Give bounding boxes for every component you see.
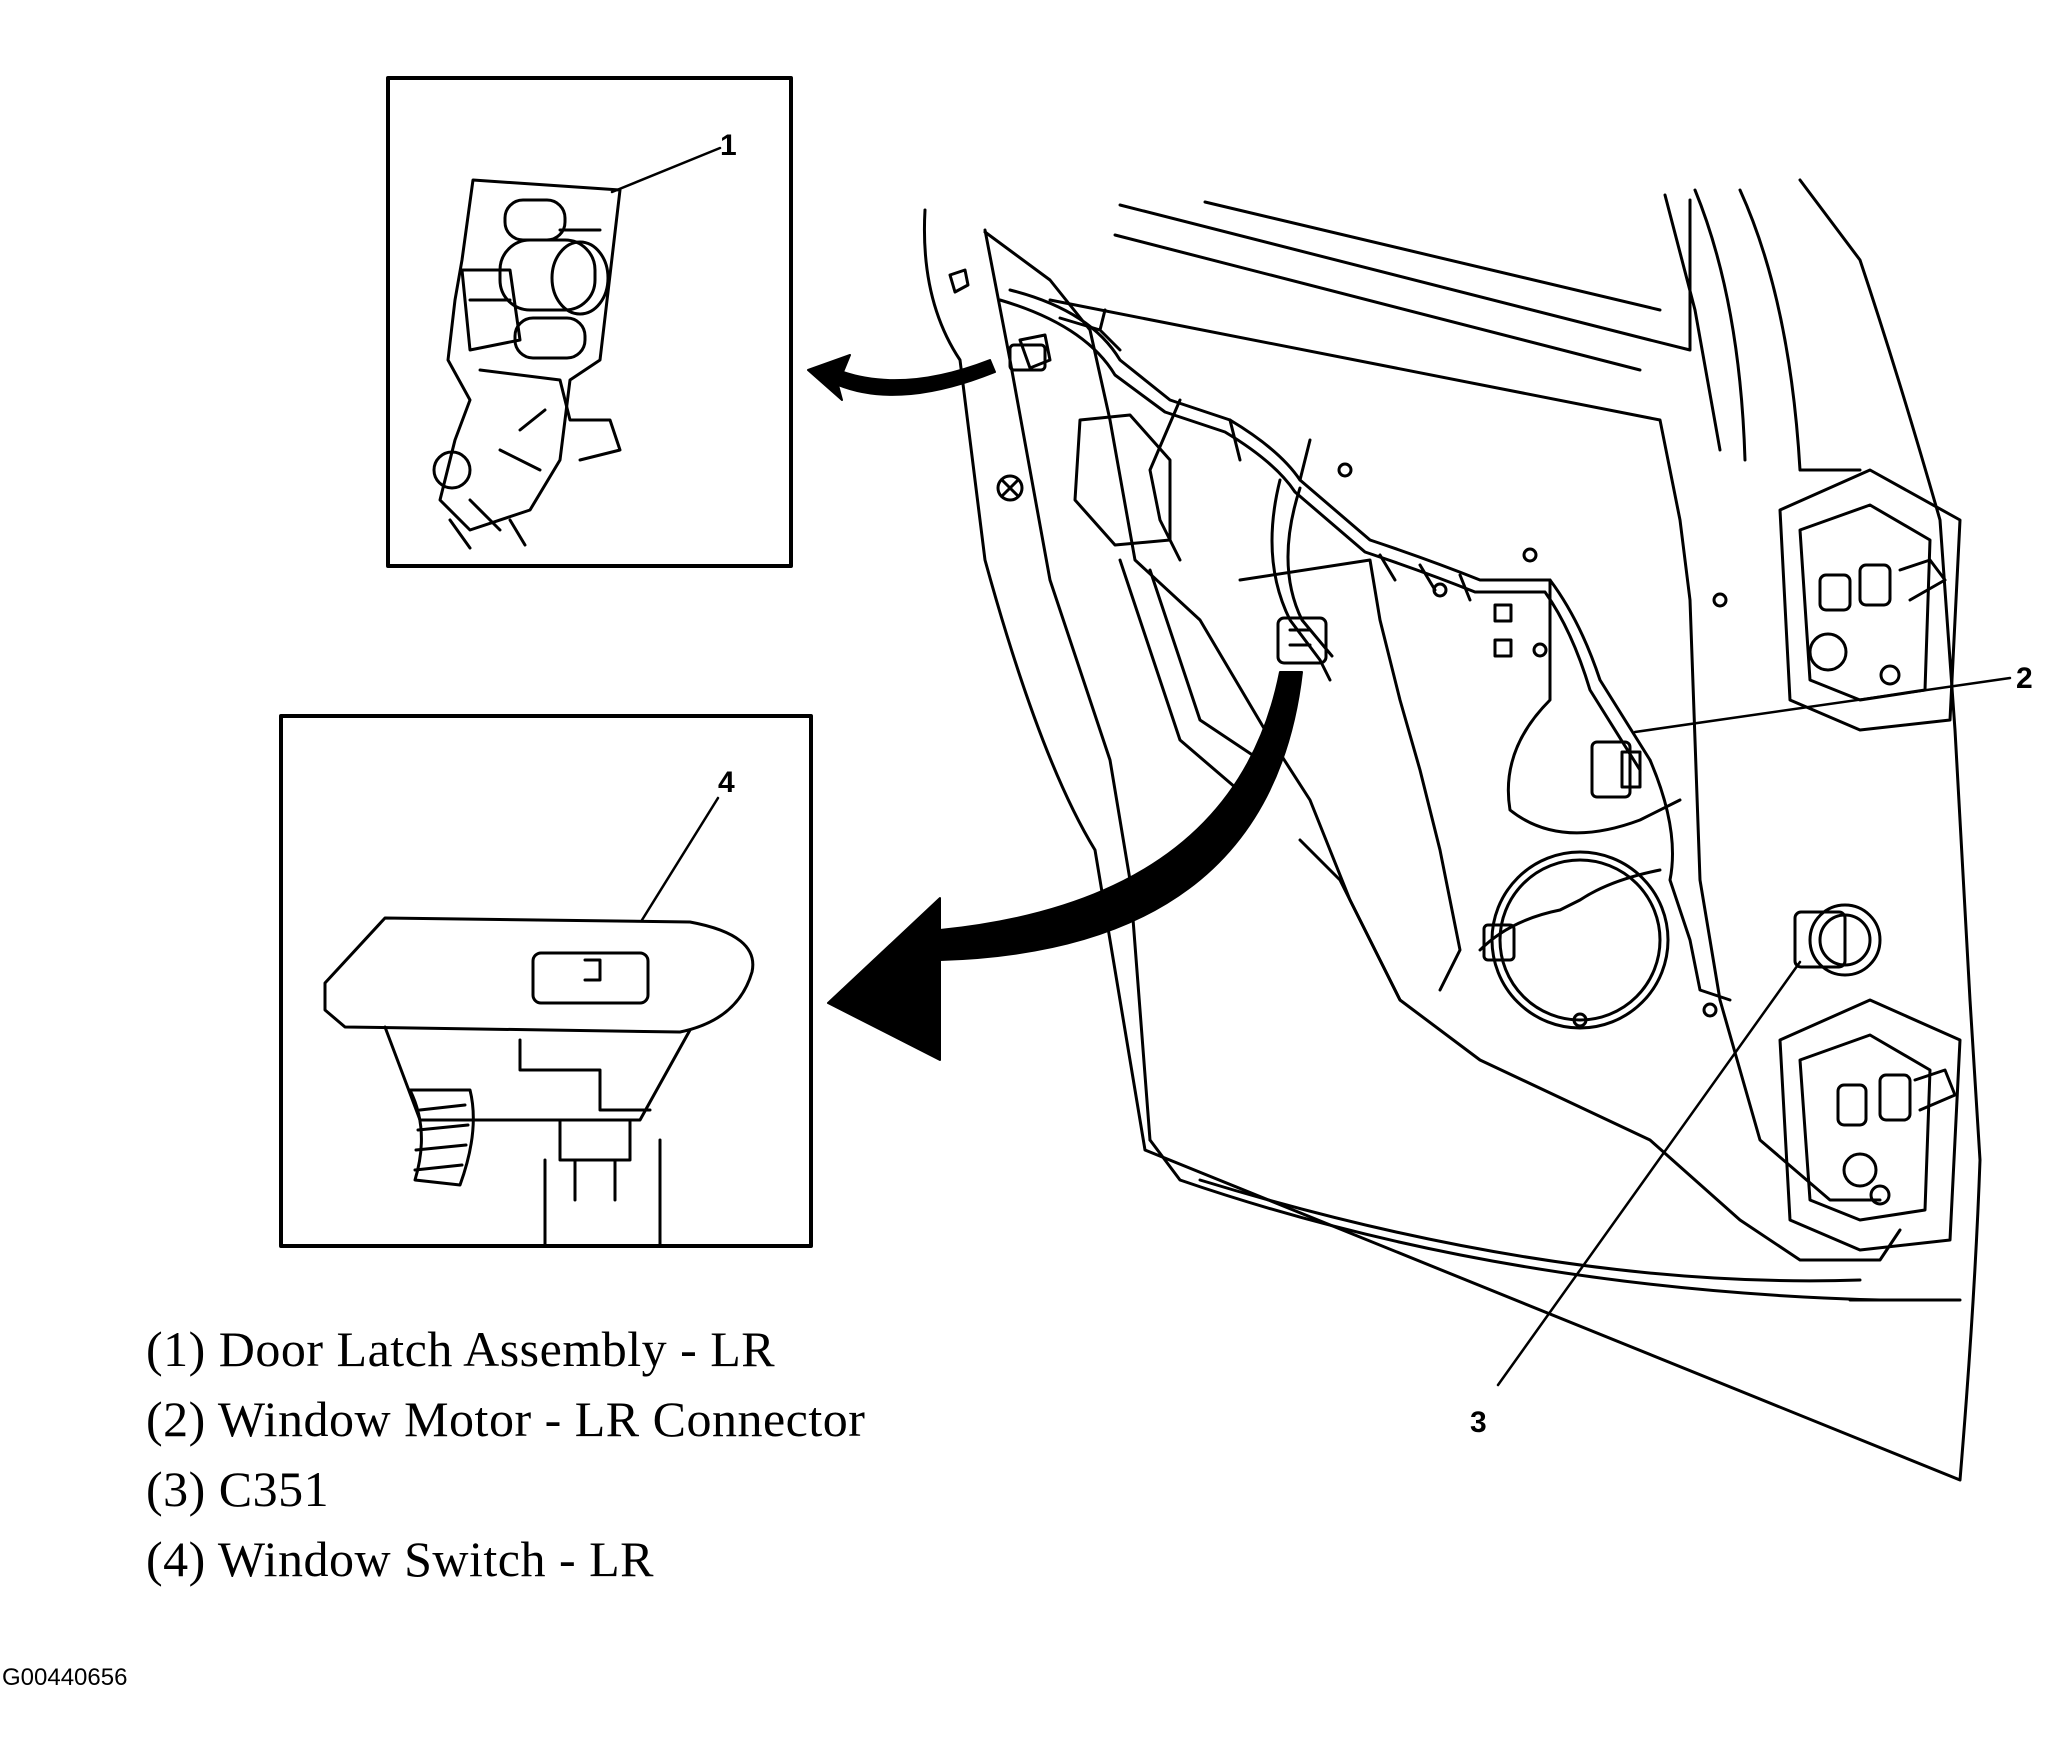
door-latch-inset: [386, 76, 793, 568]
c351-connector-shape: [1793, 910, 1847, 969]
callout-3: 3: [1470, 1406, 1487, 1439]
door-assembly: [922, 178, 1982, 1482]
arrow-to-latch: [807, 354, 996, 401]
leader-line-2: [1633, 676, 2012, 734]
legend-item-window-switch: (4) Window Switch - LR: [146, 1531, 655, 1587]
window-switch-icon: [323, 916, 755, 1034]
arrow-to-switch: [827, 671, 1303, 1061]
wiring-harness: [998, 288, 1732, 1002]
leader-line-1: [610, 146, 722, 194]
legend-item-window-motor: (2) Window Motor - LR Connector: [146, 1391, 866, 1447]
legend-item-c351: (3) C351: [146, 1461, 330, 1517]
switch-connector-shape: [1276, 616, 1328, 665]
callout-1: 1: [720, 129, 737, 162]
speaker-ring: [1490, 850, 1670, 1030]
inset-frame-latch: [386, 76, 793, 568]
legend-item-door-latch: (1) Door Latch Assembly - LR: [146, 1321, 776, 1377]
figure-id: G00440656: [2, 1664, 128, 1691]
callout-2: 2: [2016, 662, 2033, 695]
leader-line-3: [1496, 960, 1802, 1387]
leader-lines: [610, 146, 2012, 1387]
leader-line-4: [640, 796, 720, 922]
window-motor-connector-shape: [1590, 740, 1632, 799]
callout-4: 4: [718, 766, 735, 799]
window-switch-inset: [279, 714, 813, 1248]
door-latch-icon: [438, 178, 622, 532]
